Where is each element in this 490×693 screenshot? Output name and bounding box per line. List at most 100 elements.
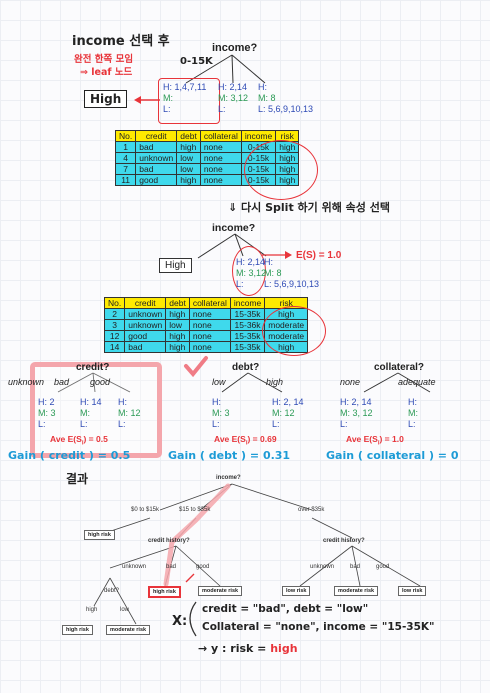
table-cell: high [165, 330, 190, 342]
tree-root: income? [216, 475, 241, 481]
table-cell: 15-36k [229, 319, 266, 331]
tree-credit-history-1: credit history? [148, 538, 190, 544]
tree-high-risk-2: high risk [62, 625, 93, 635]
s2-h: H: 2,14 [236, 257, 266, 267]
tree-high-risk-selected: high risk [148, 586, 181, 598]
table-cell: 1 [114, 141, 137, 153]
second-child2: H: 2,14 M: 3,12 L: [236, 257, 266, 290]
table-cell: low [165, 319, 190, 331]
table-cell: high [165, 341, 190, 353]
split-col: H:M:L: [408, 397, 418, 430]
split-l: L: [212, 419, 220, 429]
split-h: H: [408, 397, 417, 407]
table-cell: none [199, 152, 242, 164]
table-cell: 2 [103, 308, 126, 320]
ave-prefix: Ave E(S [214, 434, 246, 444]
table-cell: 12 [103, 330, 126, 342]
note-title: income 선택 후 [72, 34, 170, 49]
split-h: H: 14 [80, 397, 102, 407]
split-attr: debt? [232, 362, 260, 373]
query-result: → y : risk = high [198, 642, 298, 655]
table-cell: low [176, 152, 201, 164]
split-m: M: 3, 12 [340, 408, 373, 418]
table1-income-circle [244, 140, 318, 200]
split-l: L: [272, 419, 280, 429]
table-cell: low [176, 163, 201, 175]
table1-header: income [240, 130, 277, 142]
split-branch: low [212, 377, 226, 387]
table-cell: good [124, 330, 167, 342]
ave-prefix: Ave E(S [346, 434, 378, 444]
table-cell: none [199, 174, 242, 186]
split-gain: Gain ( debt ) = 0.31 [168, 449, 291, 462]
table1-header: debt [176, 130, 201, 142]
tree-low: low [120, 607, 130, 613]
root-income-label: income? [212, 42, 258, 54]
table1-header: collateral [199, 130, 242, 142]
c1-m: M: [163, 93, 173, 103]
table2-header: No. [103, 297, 126, 309]
c3-m: M: 8 [258, 93, 276, 103]
table-cell: 7 [114, 163, 137, 175]
c2-l: L: [218, 104, 226, 114]
query-line2: Collateral = "none", income = "15-35K" [202, 621, 435, 633]
table-cell: good [135, 174, 178, 186]
table-cell: none [199, 163, 242, 175]
second-circle [232, 246, 266, 296]
ave-value: ) = 0.69 [247, 434, 277, 444]
leaf-high-box: High [84, 90, 128, 108]
split-ave: Ave E(Si) = 1.0 [346, 434, 404, 447]
split-gain: Gain ( credit ) = 0.5 [8, 449, 131, 462]
table-cell: 14 [103, 341, 126, 353]
second-leaf-high: High [159, 258, 192, 273]
top-child2: H: 2,14 M: 3,12 L: [218, 82, 248, 115]
entropy-label: E(S) = 1.0 [296, 250, 342, 261]
mid-note: ⇓ 다시 Split 하기 위해 속성 선택 [228, 201, 390, 214]
split-m: M: [80, 408, 90, 418]
split-branch: good [90, 377, 111, 387]
c1-l: L: [163, 104, 171, 114]
table-cell: 11 [114, 174, 137, 186]
split-gain: Gain ( collateral ) = 0 [326, 449, 459, 462]
s3-l: L: 5,6,9,10,13 [264, 279, 320, 289]
top-child3: H: M: 8 L: 5,6,9,10,13 [258, 82, 313, 115]
table-cell: 15-35k [229, 341, 266, 353]
split-h: H: [212, 397, 221, 407]
tree-credit-history-2: credit history? [323, 538, 365, 544]
tree-moderate-risk-3: moderate risk [334, 586, 379, 596]
split-l: L: [80, 419, 88, 429]
tree-high: high [86, 607, 98, 613]
tree-moderate-risk-1: moderate risk [198, 586, 243, 596]
query-y-value: high [270, 642, 298, 655]
top-child1: H: 1,4,7,11 M: L: [163, 82, 206, 115]
split-branch: high [266, 377, 284, 387]
table-cell: 3 [103, 319, 126, 331]
table-cell: unknown [135, 152, 178, 164]
split-ave: Ave E(Si) = 0.5 [50, 434, 108, 447]
tree-high-risk-1: high risk [84, 530, 115, 540]
tree-r-good: good [376, 564, 390, 570]
split-l: L: [118, 419, 126, 429]
tree-low-risk-2: low risk [398, 586, 427, 596]
tree-low-risk-1: low risk [282, 586, 311, 596]
tree-r-bad: bad [350, 564, 361, 570]
table-cell: high [165, 308, 190, 320]
tree-debt: debt? [104, 588, 120, 594]
split-l: L: [38, 419, 46, 429]
split-branch: none [340, 377, 361, 387]
split-branch: adequate [398, 377, 436, 387]
second-root-label: income? [212, 222, 256, 234]
split-m: M: 3 [38, 408, 56, 418]
split-branch: bad [54, 377, 70, 387]
query-line1: credit = "bad", debt = "low" [202, 603, 369, 615]
split-ave: Ave E(Si) = 0.69 [214, 434, 277, 447]
s2-l: L: [236, 279, 244, 289]
table1-header: risk [275, 130, 300, 142]
